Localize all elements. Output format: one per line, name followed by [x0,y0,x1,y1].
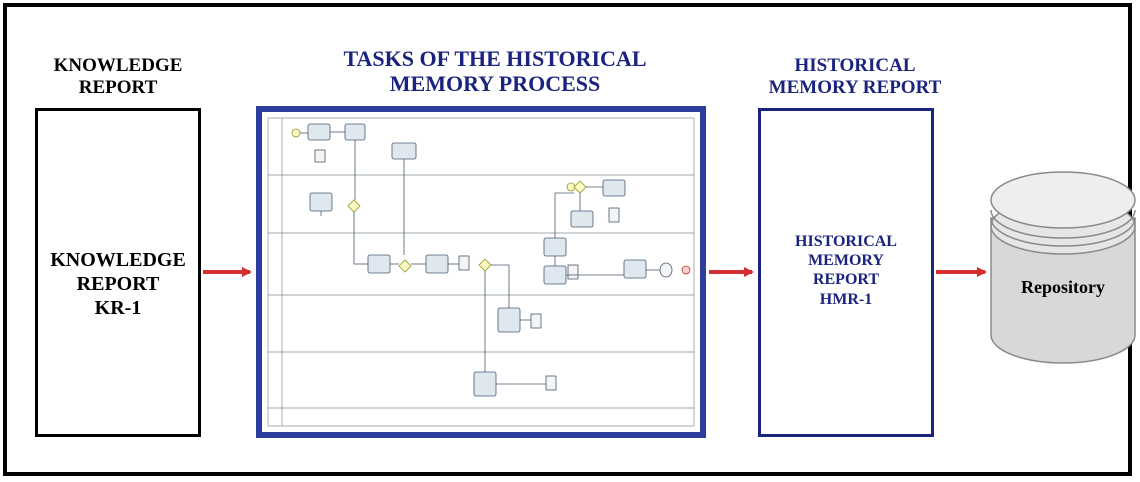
process-thumbnail-content [267,117,695,427]
knowledge-report-header: KNOWLEDGE REPORT [53,55,183,98]
knowledge-report-box [35,108,201,437]
repository-cylinder [990,171,1136,364]
process-thumbnail-flows [300,131,660,385]
repository-label: Repository [1021,277,1105,297]
historical-memory-report-box-label: HISTORICAL MEMORY REPORT HMR-1 [795,233,897,308]
historical-memory-report-header: HISTORICAL MEMORY REPORT [768,55,942,98]
tasks-header: TASKS OF THE HISTORICAL MEMORY PROCESS [343,46,647,97]
process-thumbnail-tasks [291,123,691,397]
knowledge-report-box-label: KNOWLEDGE REPORT KR-1 [50,249,186,319]
historical-memory-report-box [758,108,934,437]
